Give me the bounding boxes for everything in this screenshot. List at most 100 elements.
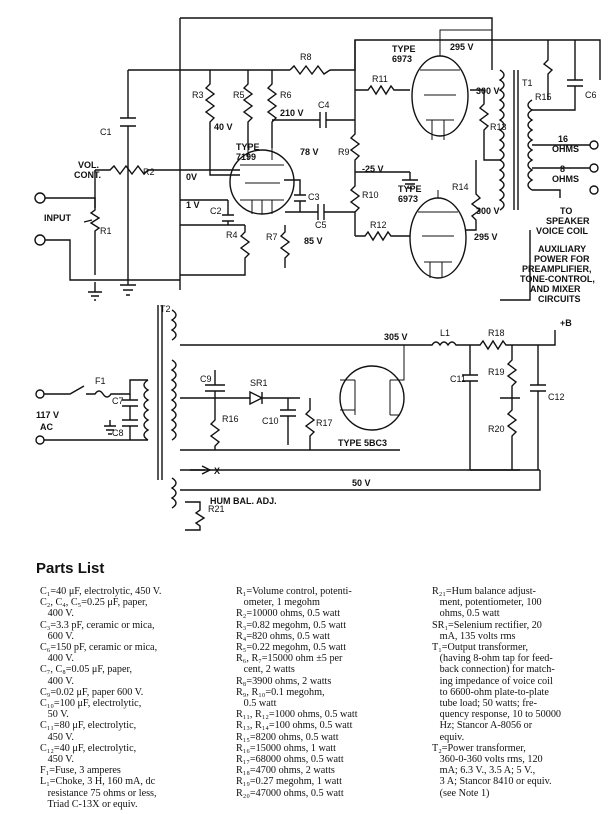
parts-line: C₆=150 pF, ceramic or mica,	[40, 642, 158, 654]
mains-terminal-top[interactable]	[35, 389, 45, 399]
parts-line: (see Note 1)	[432, 787, 490, 799]
label-r10: R10	[362, 190, 379, 200]
c11-capacitor	[462, 345, 478, 470]
aux-1: AUXILIARY	[538, 244, 586, 254]
parts-line: ing impedance of voice coil	[432, 675, 553, 687]
c4-capacitor	[272, 112, 355, 128]
tube-5bc3-elements	[340, 345, 405, 416]
vol-cont-line2: CONT.	[74, 170, 101, 180]
r5-resistor	[242, 70, 254, 148]
parts-line: Triad C-13X or equiv.	[40, 798, 138, 810]
parts-line: 600 V.	[40, 630, 74, 642]
parts-line: R₂₁=Hum balance adjust-	[432, 586, 536, 597]
tube-7199-elements	[240, 148, 284, 214]
parts-line: R₉, R₁₀=0.1 megohm,	[236, 686, 325, 698]
c10-r17	[280, 398, 316, 450]
label-r17: R17	[316, 418, 333, 428]
t1-secondary	[527, 99, 534, 191]
parts-line: 50 V.	[40, 709, 69, 721]
label-r15: R15	[535, 92, 552, 102]
vol-cont-line1: VOL.	[78, 160, 99, 170]
parts-line: R₁₉=0.27 megohm, 1 watt	[236, 776, 342, 788]
parts-line: C₁₁=80 μF, electrolytic,	[40, 720, 137, 732]
label-l1: L1	[440, 328, 450, 338]
parts-line: R₁₈=4700 ohms, 2 watts	[236, 765, 335, 777]
r9-r10-resistors	[349, 40, 410, 236]
parts-line: equiv.	[432, 731, 465, 743]
speaker-8-ohm-terminal[interactable]	[589, 163, 599, 173]
r1-r2-wiring	[83, 164, 240, 223]
label-c12: C12	[548, 392, 565, 402]
speaker-16-ohm-terminal[interactable]	[589, 140, 599, 150]
label-r12: R12	[370, 220, 387, 230]
tube-5bc3	[339, 365, 405, 431]
c2-wiring	[180, 160, 245, 226]
parts-line: 0.5 watt	[236, 698, 277, 710]
label-c3: C3	[308, 192, 320, 202]
label-t2: T2	[160, 304, 171, 314]
parts-line: F₁=Fuse, 3 amperes	[40, 765, 121, 777]
tube-6973-lower	[409, 197, 467, 279]
parts-line: Hz; Stancor A-8056 or	[432, 720, 533, 732]
r19-r20-c12	[506, 345, 546, 470]
t2-core	[157, 305, 163, 480]
r6-resistor	[266, 70, 278, 148]
l1-r18	[400, 330, 556, 351]
supply-common	[180, 449, 520, 471]
tube-6973-lower-elements	[418, 190, 458, 278]
aux-3: PREAMPLIFIER,	[522, 264, 592, 274]
parts-list: Parts List C₁=40 μF, electrolytic, 450 V…	[36, 560, 606, 810]
voltage-305: 305 V	[384, 332, 408, 342]
input-wiring	[45, 197, 180, 301]
mains-terminal-bottom[interactable]	[35, 435, 45, 445]
tube-7199-type: TYPE	[236, 142, 260, 152]
parts-line: R₁₃, R₁₄=100 ohms, 0.5 watt	[236, 720, 353, 732]
label-c10: C10	[262, 416, 279, 426]
label-r16: R16	[222, 414, 239, 424]
parts-line: T₂=Power transformer,	[432, 742, 526, 754]
label-c6: C6	[585, 90, 597, 100]
plus-b: +B	[560, 318, 572, 328]
to-speaker-2: SPEAKER	[546, 216, 590, 226]
r8-resistor	[289, 64, 331, 76]
tube-6973-lower-type: TYPE	[398, 184, 422, 194]
voltage-210: 210 V	[280, 108, 304, 118]
label-r2: R2	[143, 167, 155, 177]
r14-resistor	[466, 160, 482, 231]
parts-line: R₅=0.22 megohm, 0.5 watt	[236, 642, 347, 654]
label-r21: R21	[208, 504, 225, 514]
parts-column-capacitors: C₁=40 μF, electrolytic, 450 V.C₂, C₄, C₅…	[40, 586, 230, 810]
aux-5: AND MIXER	[530, 284, 581, 294]
r15-c6-network	[520, 39, 601, 111]
input-jack-bottom[interactable]	[34, 234, 46, 246]
mains-type: AC	[40, 422, 53, 432]
c9-r16	[205, 384, 225, 450]
tube-7199-number: 7199	[236, 152, 256, 162]
label-c7: C7	[112, 396, 124, 406]
sr1-rectifier	[180, 344, 400, 406]
parts-line: R₁₁, R₁₂=1000 ohms, 0.5 watt	[236, 709, 358, 721]
label-r14: R14	[452, 182, 469, 192]
c7-c8-capacitors	[104, 394, 138, 440]
aux-6: CIRCUITS	[538, 294, 581, 304]
aux-4: TONE-CONTROL,	[520, 274, 595, 284]
parts-line: 450 V.	[40, 754, 74, 766]
label-r19: R19	[488, 367, 505, 377]
ohms16-num: 16	[558, 134, 568, 144]
parts-line: ment, potentiometer, 100	[432, 597, 542, 609]
b-plus-line	[500, 230, 531, 301]
r7-resistor	[279, 225, 291, 268]
input-jack-top[interactable]	[34, 192, 46, 204]
voltage-85: 85 V	[304, 236, 323, 246]
parts-column-resistors: R₁=Volume control, potenti- ometer, 1 me…	[236, 586, 428, 799]
parts-line: L₁=Choke, 3 H, 160 mA, dc	[40, 776, 156, 788]
voltage-neg25: -25 V	[362, 164, 384, 174]
t1-core	[513, 70, 519, 210]
parts-line: R₁₇=68000 ohms, 0.5 watt	[236, 754, 344, 766]
voltage-40: 40 V	[214, 122, 233, 132]
label-r8: R8	[300, 52, 312, 62]
speaker-common-terminal[interactable]	[589, 185, 599, 195]
label-c2: C2	[210, 206, 222, 216]
r4-resistor	[180, 225, 251, 276]
to-speaker-3: VOICE COIL	[536, 226, 589, 236]
